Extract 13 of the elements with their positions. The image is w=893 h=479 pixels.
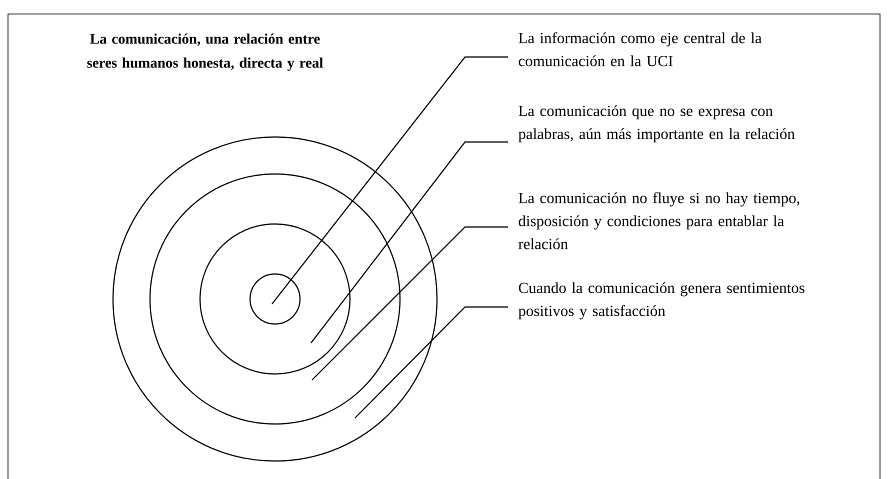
leader-line xyxy=(354,306,508,418)
leader-line xyxy=(312,226,508,380)
text-label: La información como eje central de la comunicación en la UCI xyxy=(518,32,762,66)
title: La comunicación, una relación entre seres humanos honesta, directa y real xyxy=(87,34,323,71)
ring xyxy=(249,273,301,325)
text-label: La comunicación no fluye si no hay tiempo, disposición y condiciones para entablar la relación xyxy=(518,192,800,250)
text-label: Cuando la comunicación genera sentimientos positivos y satisfacción xyxy=(518,282,804,320)
text-label: La comunicación que no se expresa con palabras, aún más importante en la relación xyxy=(518,105,795,142)
leader-line xyxy=(310,141,508,344)
leader-line xyxy=(272,56,508,304)
ring xyxy=(112,136,438,462)
ring xyxy=(199,223,351,375)
ring xyxy=(149,173,401,425)
